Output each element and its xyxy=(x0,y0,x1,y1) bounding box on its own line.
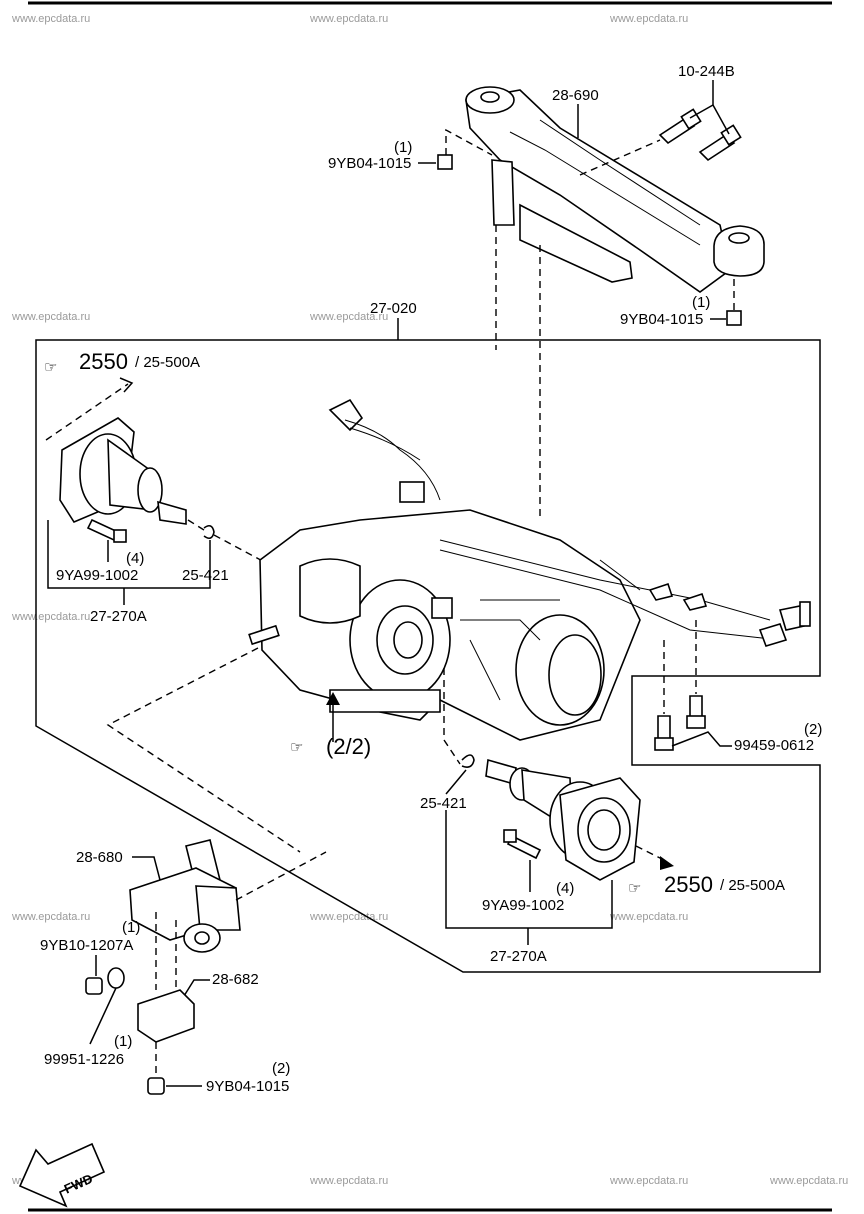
label-bolt-right-qty: (4) xyxy=(556,880,574,897)
bracket-icon xyxy=(137,989,195,1043)
ref-left-num: 2550 xyxy=(79,349,128,374)
label-washer: 99951-1226 xyxy=(44,1051,124,1068)
assembly-frame xyxy=(35,339,821,973)
label-mount: 28-680 xyxy=(76,849,123,866)
bolt-head-icon xyxy=(503,829,517,843)
label-seal-left: 27-270A xyxy=(90,608,147,625)
label-washer-qty: (1) xyxy=(114,1033,132,1050)
ref-left-page: / 25-500A xyxy=(135,354,200,371)
watermark: www.epcdata.ru xyxy=(11,611,90,623)
watermark: www.epcdata.ru xyxy=(769,1175,848,1187)
watermark: www.epcdata.ru xyxy=(309,911,388,923)
watermark: www.epcdata.ru xyxy=(309,311,388,323)
nut-icon xyxy=(437,154,453,170)
rear-mount xyxy=(129,839,241,953)
label-bolt-rc-qty: (2) xyxy=(804,721,822,738)
label-crossmember: 28-690 xyxy=(552,87,599,104)
hand-icon: ☞ xyxy=(628,880,641,897)
label-oring-left: 25-421 xyxy=(182,567,229,584)
label-nut-top: 9YB04-1015 xyxy=(328,155,411,172)
watermark: www.epcdata.ru xyxy=(609,13,688,25)
watermark: www.epcdata.ru xyxy=(11,13,90,25)
watermark: www.epcdata.ru xyxy=(609,911,688,923)
washer-icon xyxy=(107,967,125,989)
bolt-head-icon xyxy=(686,715,706,729)
label-nut-bottom-qty: (2) xyxy=(272,1060,290,1077)
right-actuator xyxy=(485,758,641,881)
label-nut-mount-qty: (1) xyxy=(122,919,140,936)
fwd-arrow-icon: FWD xyxy=(18,1142,106,1208)
label-seal-right: 27-270A xyxy=(490,948,547,965)
nut-icon xyxy=(85,977,103,995)
hand-icon: ☞ xyxy=(290,739,303,756)
label-nut-right: 9YB04-1015 xyxy=(620,311,703,328)
nut-icon xyxy=(726,310,742,326)
label-oring-right: 25-421 xyxy=(420,795,467,812)
label-bolt-right: 9YA99-1002 xyxy=(482,897,564,914)
label-nut-top-qty: (1) xyxy=(394,139,412,156)
label-nut-right-qty: (1) xyxy=(692,294,710,311)
left-actuator xyxy=(59,417,187,525)
ref-mid: (2/2) xyxy=(326,734,371,759)
crossmember xyxy=(465,86,765,293)
watermark: www.epcdata.ru xyxy=(309,13,388,25)
label-assembly: 27-020 xyxy=(370,300,417,317)
top-bolts xyxy=(658,80,742,162)
label-bolt-rc: 99459-0612 xyxy=(734,737,814,754)
oring-icon xyxy=(461,754,475,768)
watermark: www.epcdata.ru xyxy=(11,311,90,323)
hand-icon: ☞ xyxy=(44,359,57,376)
bolt-head-icon xyxy=(113,529,127,543)
watermark: www.epcdata.ru xyxy=(609,1175,688,1187)
ref-right-page: / 25-500A xyxy=(720,877,785,894)
transfer-case xyxy=(248,398,811,741)
bolt-head-icon xyxy=(654,737,674,751)
oring-icon xyxy=(203,524,215,540)
label-bolt-left: 9YA99-1002 xyxy=(56,567,138,584)
label-bracket: 28-682 xyxy=(212,971,259,988)
label-bolt-top: 10-244B xyxy=(678,63,735,80)
ref-right-num: 2550 xyxy=(664,872,713,897)
nut-icon xyxy=(147,1077,165,1095)
label-nut-bottom: 9YB04-1015 xyxy=(206,1078,289,1095)
watermark: www.epcdata.ru xyxy=(309,1175,388,1187)
label-bolt-left-qty: (4) xyxy=(126,550,144,567)
label-nut-mount: 9YB10-1207A xyxy=(40,937,133,954)
watermark: www.epcdata.ru xyxy=(11,911,90,923)
